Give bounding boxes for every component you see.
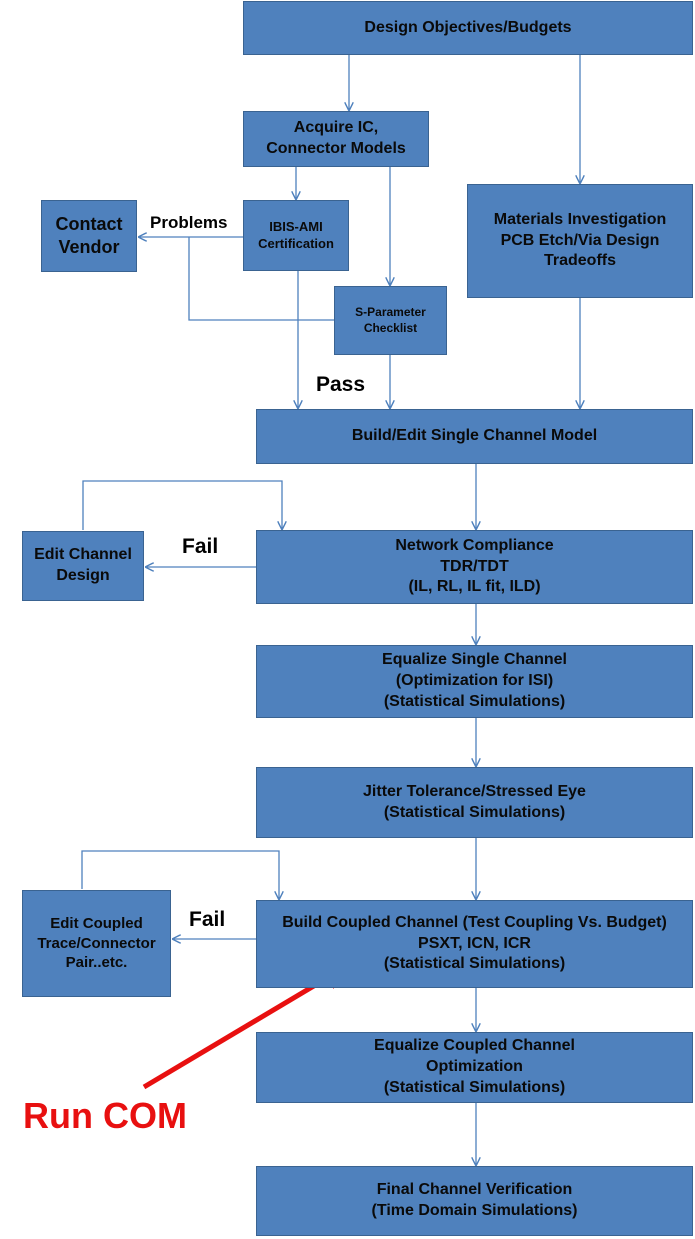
- acquire-ic-box: Acquire IC, Connector Models: [243, 111, 429, 167]
- edit-coupled-box: Edit Coupled Trace/Connector Pair..etc.: [22, 890, 171, 997]
- ibis-ami-box: IBIS-AMI Certification: [243, 200, 349, 271]
- edit-channel-box: Edit Channel Design: [22, 531, 144, 601]
- jitter-box: Jitter Tolerance/Stressed Eye (Statistic…: [256, 767, 693, 838]
- final-verification-box: Final Channel Verification (Time Domain …: [256, 1166, 693, 1236]
- design-objectives-box: Design Objectives/Budgets: [243, 1, 693, 55]
- edge-edit-channel-loop: [82, 480, 282, 530]
- sparam-box: S-Parameter Checklist: [334, 286, 447, 355]
- build-single-box: Build/Edit Single Channel Model: [256, 409, 693, 464]
- pass-label: Pass: [316, 373, 366, 396]
- network-compliance-box: Network Compliance TDR/TDT (IL, RL, IL f…: [256, 530, 693, 604]
- equalize-single-box: Equalize Single Channel (Optimization fo…: [256, 645, 693, 718]
- fail-label-coupled: Fail: [189, 908, 226, 931]
- build-coupled-box: Build Coupled Channel (Test Coupling Vs.…: [256, 900, 693, 988]
- materials-box: Materials Investigation PCB Etch/Via Des…: [467, 184, 693, 298]
- contact-vendor-box: Contact Vendor: [41, 200, 137, 272]
- problems-label: Problems: [150, 213, 228, 232]
- equalize-coupled-box: Equalize Coupled Channel Optimization (S…: [256, 1032, 693, 1103]
- run-com-label: Run COM: [23, 1095, 187, 1136]
- fail-label-network: Fail: [182, 535, 219, 558]
